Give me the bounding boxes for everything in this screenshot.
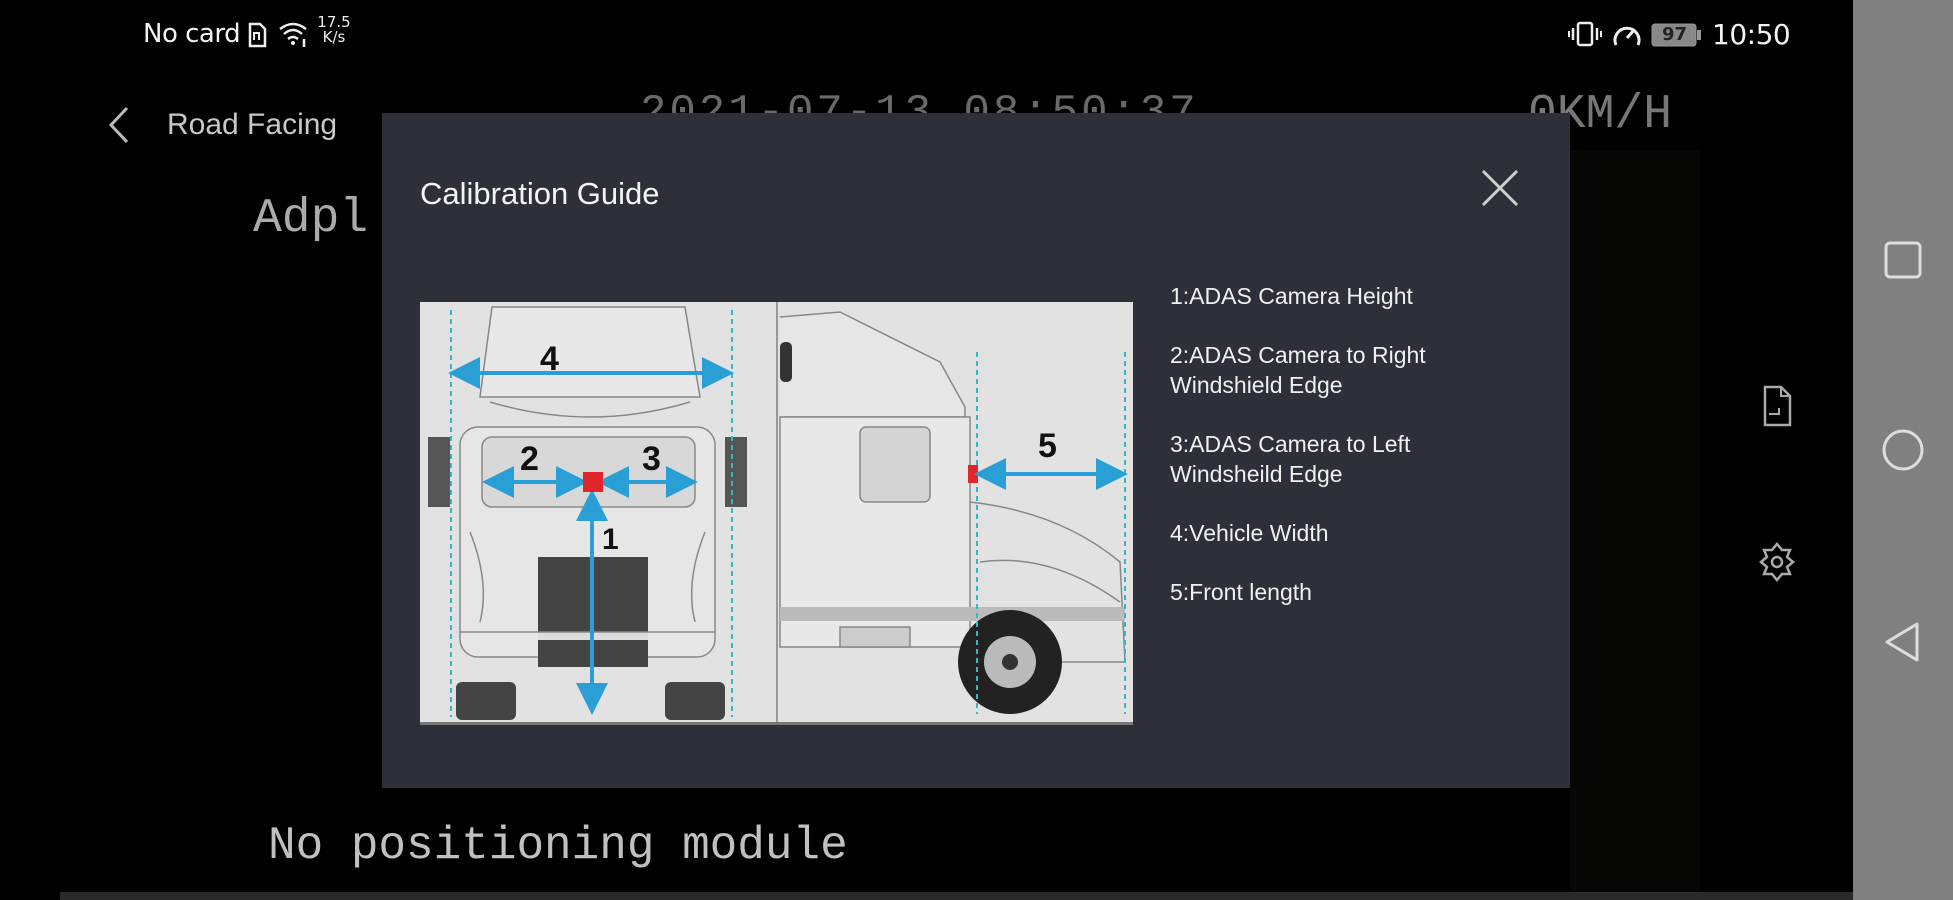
- legend-item-4: 4:Vehicle Width: [1170, 520, 1329, 546]
- speedometer-icon: [1611, 20, 1643, 55]
- gps-status: No positioning module: [268, 820, 848, 872]
- chevron-left-icon: [108, 106, 129, 144]
- truck-side-view: [779, 311, 1126, 714]
- camera-marker-side: [968, 465, 978, 483]
- legend-item-2: 2:ADAS Camera to Right Windshield Edge: [1170, 342, 1426, 398]
- settings-button[interactable]: [1755, 540, 1799, 584]
- osd-label: Adpl: [253, 192, 369, 246]
- document-icon: [1763, 385, 1792, 427]
- circle-icon: [1882, 429, 1924, 471]
- square-icon: [1884, 241, 1922, 279]
- battery-level: 97: [1662, 24, 1688, 45]
- truck-front-view: [428, 306, 747, 720]
- dialog-title: Calibration Guide: [420, 176, 660, 211]
- legend-item-3: 3:ADAS Camera to Left Windsheild Edge: [1170, 431, 1411, 487]
- wifi-icon: [278, 20, 308, 53]
- back-nav-button[interactable]: [1881, 620, 1925, 664]
- vibrate-icon: [1568, 20, 1602, 53]
- bottom-edge: [60, 892, 1853, 900]
- battery-icon: [1651, 23, 1703, 52]
- calibration-diagram: 4 2 3 1 5: [420, 302, 1133, 725]
- status-bar: No card 17.5 K/s 97 10:50: [0, 0, 1853, 70]
- system-nav-bar: [1853, 0, 1953, 900]
- file-button[interactable]: [1757, 384, 1797, 428]
- page-title: Road Facing: [167, 108, 338, 141]
- close-button[interactable]: [1477, 165, 1523, 211]
- net-speed: 17.5 K/s: [316, 15, 352, 45]
- net-speed-unit: K/s: [322, 28, 346, 46]
- legend-item-1: 1:ADAS Camera Height: [1170, 283, 1413, 309]
- back-button[interactable]: [100, 100, 140, 150]
- sim-icon: [247, 22, 267, 53]
- gear-icon: [1759, 542, 1795, 582]
- legend-item-5: 5:Front length: [1170, 579, 1312, 605]
- recents-button[interactable]: [1881, 238, 1925, 282]
- triangle-back-icon: [1885, 622, 1919, 662]
- camera-marker-front: [583, 472, 603, 492]
- label-2: 2: [520, 440, 539, 478]
- calibration-legend: 1:ADAS Camera Height 2:ADAS Camera to Ri…: [1170, 281, 1510, 636]
- clock: 10:50: [1712, 18, 1791, 51]
- video-feed: [1570, 150, 1700, 890]
- label-4: 4: [540, 340, 559, 378]
- close-icon: [1481, 169, 1519, 207]
- calibration-guide-dialog: Calibration Guide: [382, 113, 1570, 788]
- label-3: 3: [642, 440, 661, 478]
- net-speed-value: 17.5: [317, 13, 351, 31]
- truck-diagram-svg: 4 2 3 1 5: [428, 302, 1128, 722]
- label-5: 5: [1038, 427, 1057, 465]
- home-button[interactable]: [1881, 428, 1925, 472]
- label-1: 1: [602, 523, 619, 556]
- carrier-label: No card: [143, 19, 241, 49]
